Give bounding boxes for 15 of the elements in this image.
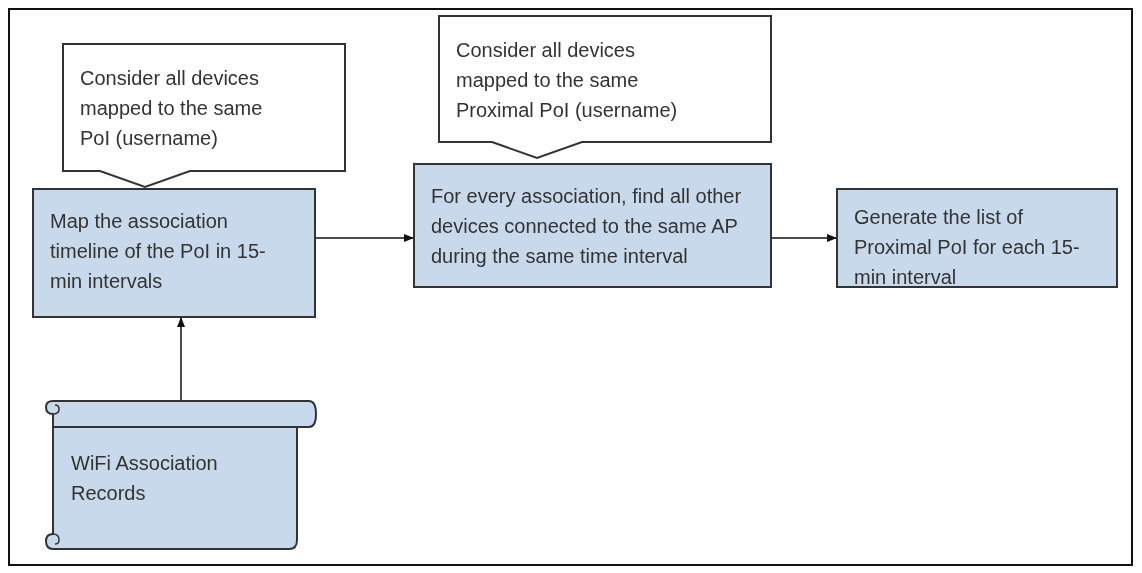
process-box [32, 188, 316, 318]
node-text: Generate the list of Proximal PoI for each 15-min interval [854, 205, 1081, 290]
process-box [413, 163, 772, 288]
callout-box [62, 43, 346, 189]
callout-box [438, 15, 772, 160]
node-text: Map the association timeline of the PoI in 15-min intervals [50, 209, 267, 294]
node-text: Consider all devices mapped to the same PoI (username) [80, 66, 264, 151]
process-box [836, 188, 1118, 288]
node-text: For every association, find all other devices connected to the same AP during the same time interval [431, 184, 743, 269]
arrow [771, 234, 837, 242]
arrow [315, 234, 414, 242]
document-scroll [45, 400, 317, 550]
node-text: Consider all devices mapped to the same Proximal PoI (username) [456, 38, 679, 123]
arrow [177, 317, 185, 401]
node-text: WiFi Association Records [71, 451, 219, 506]
